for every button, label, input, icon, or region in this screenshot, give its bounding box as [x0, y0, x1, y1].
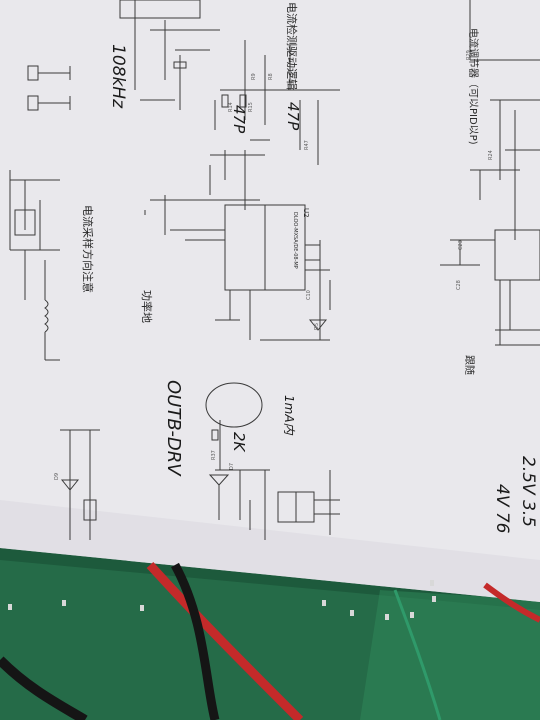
chip-u2-label: U2	[302, 208, 310, 218]
svg-text:R15: R15	[248, 102, 254, 112]
svg-text:C23: C23	[458, 240, 464, 250]
note-outb-drv: OUTB-DRV	[163, 380, 184, 476]
green-wire	[393, 589, 442, 720]
red-cable	[146, 561, 304, 720]
svg-text:R37: R37	[211, 450, 217, 460]
svg-text:D9: D9	[54, 473, 60, 480]
pcb-pads	[8, 580, 436, 620]
svg-text:C10: C10	[306, 290, 312, 300]
hand-circle	[205, 382, 263, 428]
heading-current-regulator: 电流调节器（可以PID以P)	[467, 28, 478, 145]
paper-sheet	[0, 0, 540, 602]
red-cable-right	[483, 582, 540, 623]
pcb-light-area-right	[360, 590, 540, 720]
svg-text:R14: R14	[228, 102, 234, 112]
svg-text:R29: R29	[466, 50, 472, 60]
tiny-labels: R9 R8 R14 R15 R47 R29 R24 C23 C28 R37 D7…	[54, 50, 494, 480]
svg-text:R9: R9	[251, 73, 257, 80]
svg-text:C28: C28	[456, 280, 462, 290]
chip-u2-part: DLOO-MXSA/DE-08-MP	[292, 212, 298, 269]
black-cable	[171, 562, 220, 720]
note-volts-b: 4V 76	[492, 484, 512, 534]
svg-text:R47: R47	[304, 140, 310, 150]
note-volts-a: 2.5V 3.5	[518, 456, 538, 528]
note-2k: 2K	[230, 432, 248, 452]
schematic-lines	[9, 0, 540, 540]
ic-right-outline	[494, 229, 540, 281]
svg-text:D7: D7	[229, 463, 235, 470]
heading-sampling-direction: 电流采样方向注意	[81, 205, 94, 293]
heading-follow: 跟随	[463, 355, 474, 375]
note-47p-a: 47P	[284, 102, 302, 131]
svg-text:R24: R24	[488, 150, 494, 160]
paper-shadow-fold	[0, 500, 540, 602]
note-1ma: 1mA内	[282, 395, 296, 435]
svg-text:R8: R8	[268, 73, 274, 80]
note-frequency: 108kHz	[108, 44, 128, 108]
heading-current-sense: 电流检测驱动逻辑	[285, 2, 298, 90]
svg-text:D5: D5	[314, 323, 320, 330]
heading-power-ground: 功率地	[140, 290, 153, 323]
note-47p-b: 47P	[230, 105, 248, 134]
black-cable-left	[0, 656, 88, 720]
